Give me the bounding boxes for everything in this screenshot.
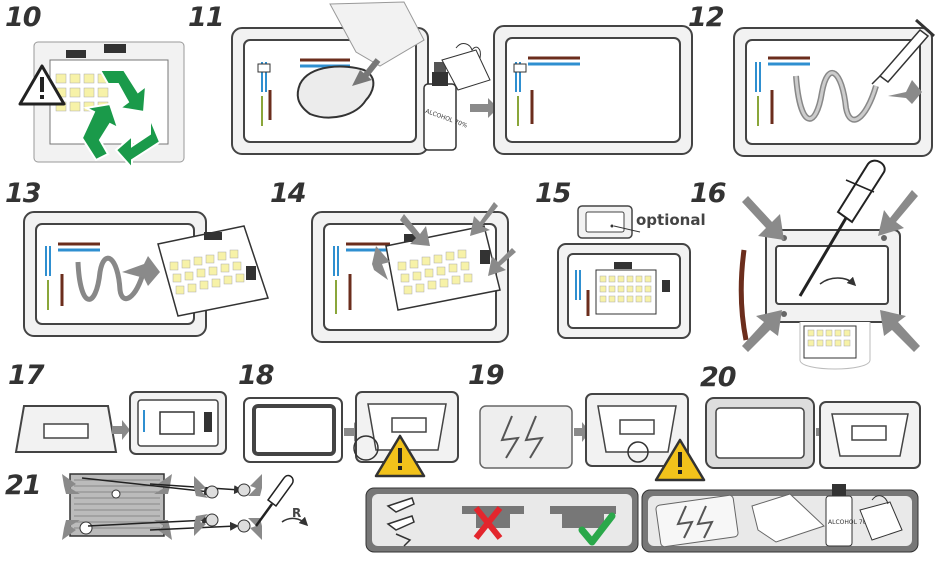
screwdriver-icon [798, 159, 886, 297]
tissue-box-icon [859, 495, 903, 541]
syringe-icon [871, 18, 935, 85]
step-13-panel [23, 211, 269, 337]
step-19-panel [479, 393, 689, 469]
step-number-20: 20 [700, 362, 737, 393]
step-15-panel [557, 205, 691, 339]
step-number-12: 12 [688, 2, 725, 33]
recycle-icon [80, 69, 162, 171]
green-check-icon [578, 512, 616, 546]
step-number-17: 17 [8, 360, 45, 391]
warning-triangle-icon [654, 438, 706, 482]
optional-label: optional [636, 211, 706, 229]
step-21-panel [62, 473, 309, 540]
bottle-label-20: ALCOHOL 70% [828, 519, 872, 526]
tissue-box-icon [441, 43, 491, 91]
red-cross-icon [473, 506, 503, 540]
step-number-21: 21 [5, 470, 42, 501]
step-14-panel [311, 202, 516, 343]
step-number-10: 10 [5, 2, 42, 33]
step-12-panel [733, 18, 935, 157]
step-17-panel [14, 391, 227, 455]
step-number-14: 14 [270, 178, 307, 209]
alcohol-bottle-icon [423, 62, 457, 151]
warning-triangle-icon [18, 64, 66, 106]
step-number-16: 16 [690, 178, 727, 209]
step-20-panel: ALCOHOL 70% [641, 397, 921, 553]
arrow-icon [888, 80, 922, 104]
screwdriver-icon [254, 474, 294, 527]
warning-triangle-icon [374, 434, 426, 478]
alcohol-bottle-icon [825, 484, 853, 547]
step-11-panel: ALCOHOL 70% [231, 1, 693, 155]
arrow-icon [470, 98, 498, 118]
step-18-panel [243, 391, 639, 553]
step-number-15: 15 [535, 178, 572, 209]
step-number-19: 19 [468, 360, 505, 391]
step-16-panel [738, 159, 920, 370]
step-10-panel [18, 41, 185, 171]
rotate-label-21: R [292, 506, 302, 520]
step-number-18: 18 [238, 360, 275, 391]
step-number-11: 11 [188, 2, 225, 33]
step-number-13: 13 [5, 178, 42, 209]
